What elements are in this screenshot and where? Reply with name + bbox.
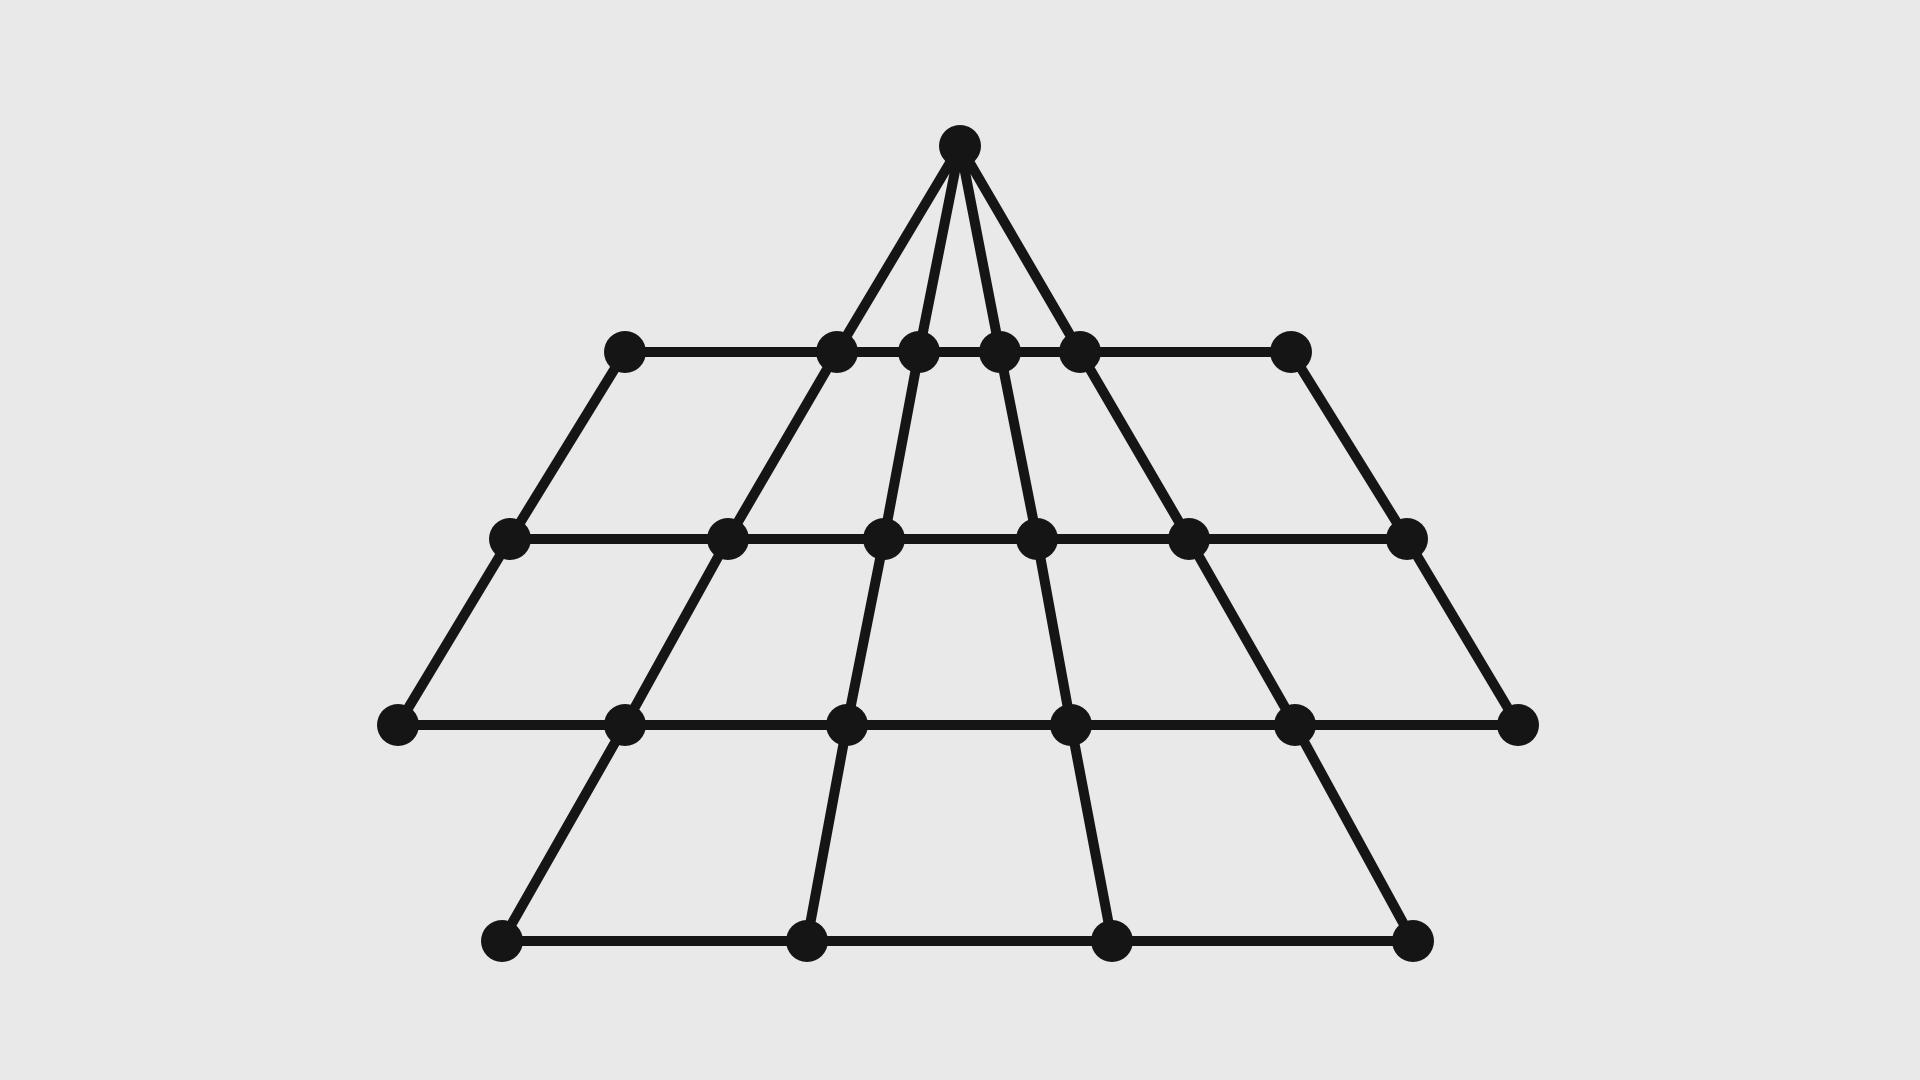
edge-r1a-r2a (505, 347, 630, 544)
edge-r1c-r2c (879, 347, 924, 544)
node-r2e (1168, 518, 1210, 560)
node-layer (377, 125, 1539, 962)
node-r4a (481, 920, 523, 962)
node-r3b (604, 704, 646, 746)
node-r1a (604, 331, 646, 373)
node-r2d (1016, 518, 1058, 560)
node-r3c (826, 704, 868, 746)
node-r3e (1274, 704, 1316, 746)
node-r1d (979, 331, 1021, 373)
node-r2b (707, 518, 749, 560)
edge-r1d-r2d (995, 347, 1042, 544)
edge-apex-r1e (955, 141, 1085, 357)
edge-r2b-r3b (620, 534, 733, 730)
node-r1c (898, 331, 940, 373)
edge-apex-r1b (832, 141, 965, 357)
node-r4b (786, 920, 828, 962)
edge-r1b-r2b (723, 347, 842, 544)
edge-r3e-r4d (1290, 720, 1418, 946)
node-r2c (863, 518, 905, 560)
edge-r2d-r3d (1032, 534, 1076, 730)
edge-r1f-r2f (1286, 347, 1412, 544)
edge-r2c-r3c (842, 534, 889, 730)
node-r1b (816, 331, 858, 373)
node-r1e (1059, 331, 1101, 373)
edge-apex-r1c (914, 141, 965, 357)
edge-r3b-r4a (497, 720, 630, 946)
node-r3d (1050, 704, 1092, 746)
node-r3f (1497, 704, 1539, 746)
edge-r1e-r2e (1075, 347, 1194, 544)
node-r2a (489, 518, 531, 560)
edge-r2a-r3a (393, 534, 515, 730)
edge-r2e-r3e (1184, 534, 1300, 730)
node-r3a (377, 704, 419, 746)
edge-apex-r1d (955, 141, 1005, 357)
node-r1f (1270, 331, 1312, 373)
edge-layer (393, 141, 1523, 946)
edge-r2f-r3f (1402, 534, 1523, 730)
node-r4d (1392, 920, 1434, 962)
node-r4c (1091, 920, 1133, 962)
edge-r3d-r4c (1066, 720, 1117, 946)
node-apex (939, 125, 981, 167)
node-r2f (1386, 518, 1428, 560)
edge-r3c-r4b (802, 720, 852, 946)
